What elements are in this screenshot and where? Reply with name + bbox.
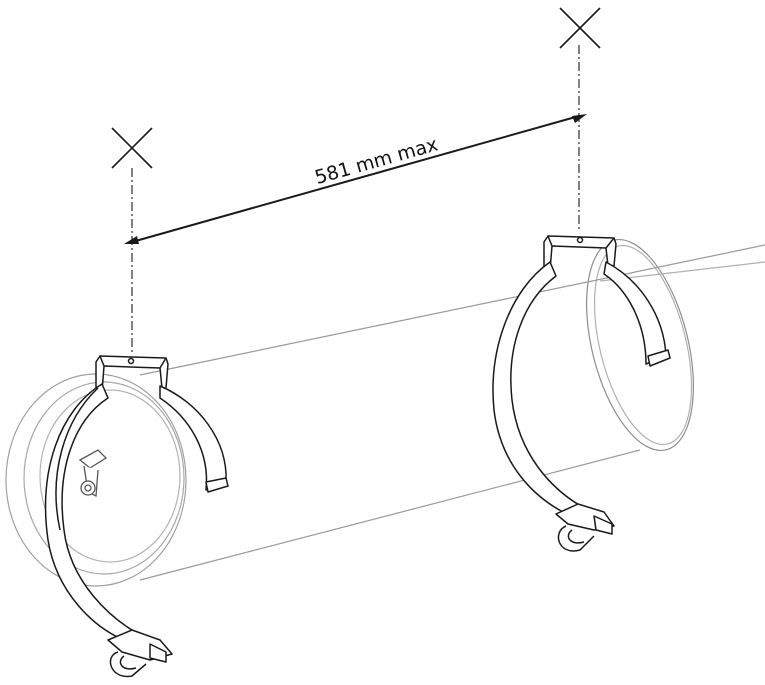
pipe xyxy=(5,238,765,587)
clamp-right-bolt-hole xyxy=(576,236,584,244)
dimension-line xyxy=(131,115,580,243)
pipe-front-rim-mid xyxy=(23,381,185,575)
dimension: 581 mm max xyxy=(124,114,587,244)
clamp-right xyxy=(492,235,671,552)
dimension-arrow-right xyxy=(572,114,587,123)
clamp-right-buckle xyxy=(555,503,615,552)
pipe-back-rim-inner xyxy=(593,244,693,446)
pipe-front-rim-inner xyxy=(39,389,181,563)
anchor-x-left xyxy=(111,127,153,169)
anchor-x-right xyxy=(559,7,601,49)
pipe-top-edge xyxy=(139,244,765,376)
pipe-bottom-edge xyxy=(139,449,641,581)
anchor-markers xyxy=(111,7,601,169)
clamp-left-band-right xyxy=(159,385,227,491)
center-lines xyxy=(131,45,580,352)
end-cap-fitting xyxy=(78,449,108,498)
clamp-left-band-loop xyxy=(44,383,151,645)
clamp-left-buckle xyxy=(107,629,173,678)
pipe-back-rim xyxy=(585,238,695,452)
clamp-left-bolt-hole xyxy=(127,357,135,365)
clamp-left xyxy=(44,355,229,678)
dimension-arrow-left xyxy=(124,236,139,244)
clamp-right-band-loop xyxy=(492,261,597,521)
